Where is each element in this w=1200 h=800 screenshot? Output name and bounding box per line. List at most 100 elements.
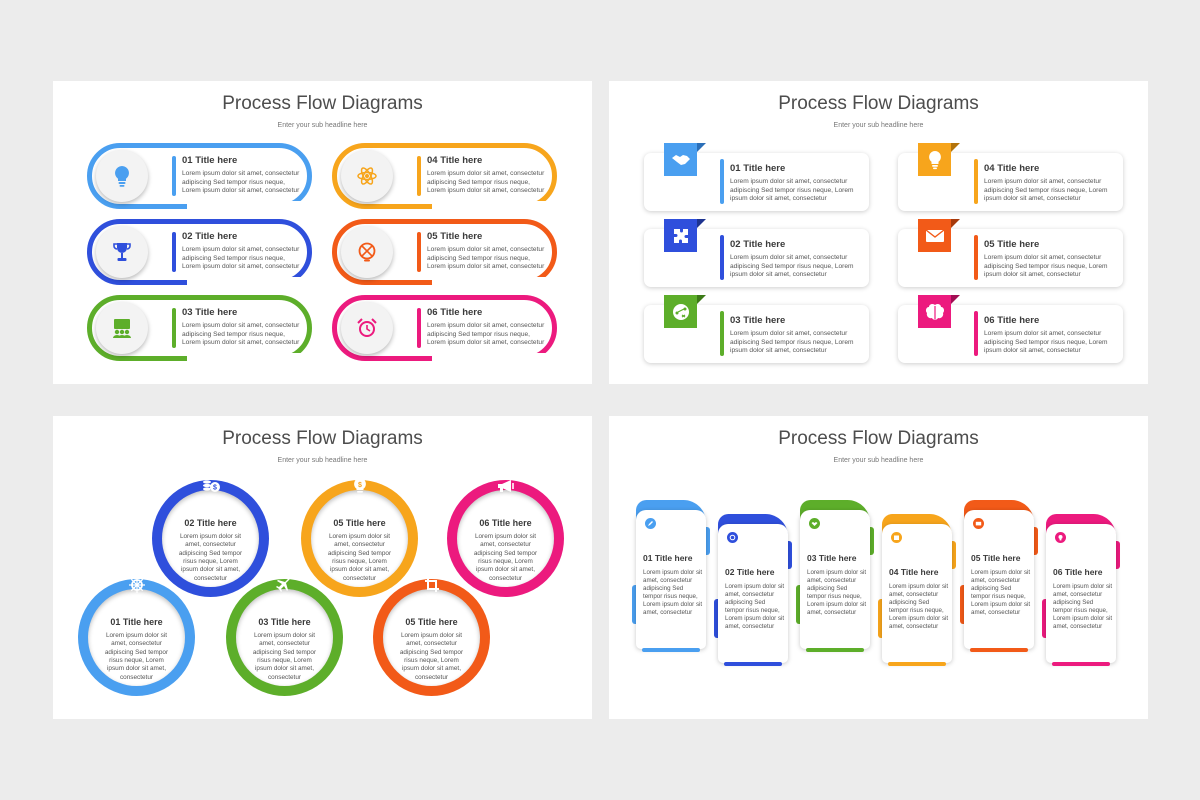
step-body: Lorem ipsum dolor sit amet, consectetur … <box>984 178 1108 203</box>
lightbulb-icon <box>918 143 951 176</box>
process-step-03: 03 Title here Lorem ipsum dolor sit amet… <box>796 500 874 660</box>
process-step-06: 06 Title here Lorem ipsum dolor sit amet… <box>447 480 564 597</box>
lightbulb-icon <box>1051 528 1069 546</box>
step-body: Lorem ipsum dolor sit amet, consectetur … <box>725 583 785 631</box>
process-step-01: 01 Title here Lorem ipsum dolor sit amet… <box>644 143 871 213</box>
step-body: Lorem ipsum dolor sit amet, consectetur … <box>327 533 392 582</box>
lightbulb-icon <box>96 150 148 202</box>
step-body: Lorem ipsum dolor sit amet, consectetur … <box>427 246 545 271</box>
step-title: 02 Title here <box>184 518 237 528</box>
strategy-icon <box>664 295 697 328</box>
slide-pill-layout: Process Flow Diagrams Enter your sub hea… <box>53 81 592 384</box>
crop-icon <box>373 576 490 594</box>
process-step-05: 05 Title here Lorem ipsum dolor sit amet… <box>898 219 1125 289</box>
brain-icon <box>918 295 951 328</box>
step-body: Lorem ipsum dolor sit amet, consectetur … <box>178 533 243 582</box>
step-title: 02 Title here <box>182 231 238 242</box>
process-step-03: 03 Title here Lorem ipsum dolor sit amet… <box>87 295 312 361</box>
globe-icon <box>341 226 393 278</box>
process-step-04: 04 Title here Lorem ipsum dolor sit amet… <box>878 514 956 674</box>
edit-icon <box>641 514 659 532</box>
alarm-clock-icon <box>341 302 393 354</box>
process-step-06: 06 Title here Lorem ipsum dolor sit amet… <box>898 295 1125 365</box>
slide-circle-layout: Process Flow Diagrams Enter your sub hea… <box>53 416 592 719</box>
step-body: Lorem ipsum dolor sit amet, consectetur … <box>427 170 545 195</box>
step-title: 01 Title here <box>730 163 786 174</box>
process-step-05-top: 05 Title here Lorem ipsum dolor sit amet… <box>301 477 418 597</box>
slide-title: Process Flow Diagrams <box>222 93 423 114</box>
step-body: Lorem ipsum dolor sit amet, consectetur … <box>427 322 545 347</box>
process-step-05: 05 Title here Lorem ipsum dolor sit amet… <box>960 500 1038 660</box>
handshake-icon <box>664 143 697 176</box>
process-step-02: 02 Title here Lorem ipsum dolor sit amet… <box>714 514 792 674</box>
step-body: Lorem ipsum dolor sit amet, consectetur … <box>182 246 300 271</box>
atom-icon <box>341 150 393 202</box>
step-title: 03 Title here <box>730 315 786 326</box>
step-title: 04 Title here <box>889 567 939 577</box>
step-body: Lorem ipsum dolor sit amet, consectetur … <box>182 322 300 347</box>
process-step-05: 05 Title here Lorem ipsum dolor sit amet… <box>332 219 557 285</box>
handshake-icon <box>805 514 823 532</box>
step-title: 01 Title here <box>643 553 693 563</box>
step-title: 05 Title here <box>333 518 386 528</box>
step-title: 02 Title here <box>730 239 786 250</box>
process-step-02: 02 Title here Lorem ipsum dolor sit amet… <box>152 480 269 597</box>
svg-text:$: $ <box>213 485 217 492</box>
svg-text:$: $ <box>358 482 362 489</box>
envelope-icon <box>969 514 987 532</box>
step-body: Lorem ipsum dolor sit amet, consectetur … <box>807 569 867 617</box>
process-step-06: 06 Title here Lorem ipsum dolor sit amet… <box>1042 514 1120 674</box>
step-body: Lorem ipsum dolor sit amet, consectetur … <box>1053 583 1113 631</box>
step-title: 06 Title here <box>984 315 1040 326</box>
calendar-icon <box>887 528 905 546</box>
process-step-03: 03 Title here Lorem ipsum dolor sit amet… <box>226 576 343 696</box>
puzzle-icon <box>664 219 697 252</box>
coins-icon: $ <box>152 477 269 495</box>
process-step-04: 04 Title here Lorem ipsum dolor sit amet… <box>898 143 1125 213</box>
process-step-06: 06 Title here Lorem ipsum dolor sit amet… <box>332 295 557 361</box>
step-title: 03 Title here <box>182 307 238 318</box>
step-body: Lorem ipsum dolor sit amet, consectetur … <box>889 583 949 631</box>
step-body: Lorem ipsum dolor sit amet, consectetur … <box>182 170 300 195</box>
slide-card-layout: Process Flow Diagrams Enter your sub hea… <box>609 81 1148 384</box>
process-step-01: 01 Title here Lorem ipsum dolor sit amet… <box>87 143 312 209</box>
step-title: 06 Title here <box>1053 567 1103 577</box>
airplane-icon <box>226 576 343 594</box>
step-title: 01 Title here <box>182 155 238 166</box>
step-title: 03 Title here <box>807 553 857 563</box>
step-body: Lorem ipsum dolor sit amet, consectetur … <box>971 569 1031 617</box>
step-title: 06 Title here <box>479 518 532 528</box>
slide-subtitle: Enter your sub headline here <box>277 122 368 129</box>
step-title: 06 Title here <box>427 307 483 318</box>
trophy-icon <box>96 226 148 278</box>
slide-subtitle: Enter your sub headline here <box>833 122 924 129</box>
slide-title: Process Flow Diagrams <box>778 428 979 449</box>
step-body: Lorem ipsum dolor sit amet, consectetur … <box>643 569 703 617</box>
step-title: 05 Title here <box>971 553 1021 563</box>
process-step-03: 03 Title here Lorem ipsum dolor sit amet… <box>644 295 871 365</box>
money-idea-icon: $ <box>301 477 418 495</box>
slide-subtitle: Enter your sub headline here <box>833 457 924 464</box>
slide-subtitle: Enter your sub headline here <box>277 457 368 464</box>
step-title: 05 Title here <box>984 239 1040 250</box>
step-title: 01 Title here <box>110 617 163 627</box>
process-step-05: 05 Title here Lorem ipsum dolor sit amet… <box>373 576 490 696</box>
step-body: Lorem ipsum dolor sit amet, consectetur … <box>730 178 854 203</box>
slide-title: Process Flow Diagrams <box>778 93 979 114</box>
process-step-02: 02 Title here Lorem ipsum dolor sit amet… <box>644 219 871 289</box>
ship-wheel-icon <box>78 576 195 594</box>
presentation-icon <box>96 302 148 354</box>
step-title: 04 Title here <box>984 163 1040 174</box>
step-body: Lorem ipsum dolor sit amet, consectetur … <box>984 330 1108 355</box>
step-title: 04 Title here <box>427 155 483 166</box>
process-step-01: 01 Title here Lorem ipsum dolor sit amet… <box>632 500 710 660</box>
process-step-02: 02 Title here Lorem ipsum dolor sit amet… <box>87 219 312 285</box>
step-body: Lorem ipsum dolor sit amet, consectetur … <box>730 254 854 279</box>
step-body: Lorem ipsum dolor sit amet, consectetur … <box>730 330 854 355</box>
step-body: Lorem ipsum dolor sit amet, consectetur … <box>984 254 1108 279</box>
step-body: Lorem ipsum dolor sit amet, consectetur … <box>104 632 169 681</box>
step-title: 05 Title here <box>427 231 483 242</box>
step-title: 03 Title here <box>258 617 311 627</box>
megaphone-icon <box>447 477 564 495</box>
envelope-icon <box>918 219 951 252</box>
